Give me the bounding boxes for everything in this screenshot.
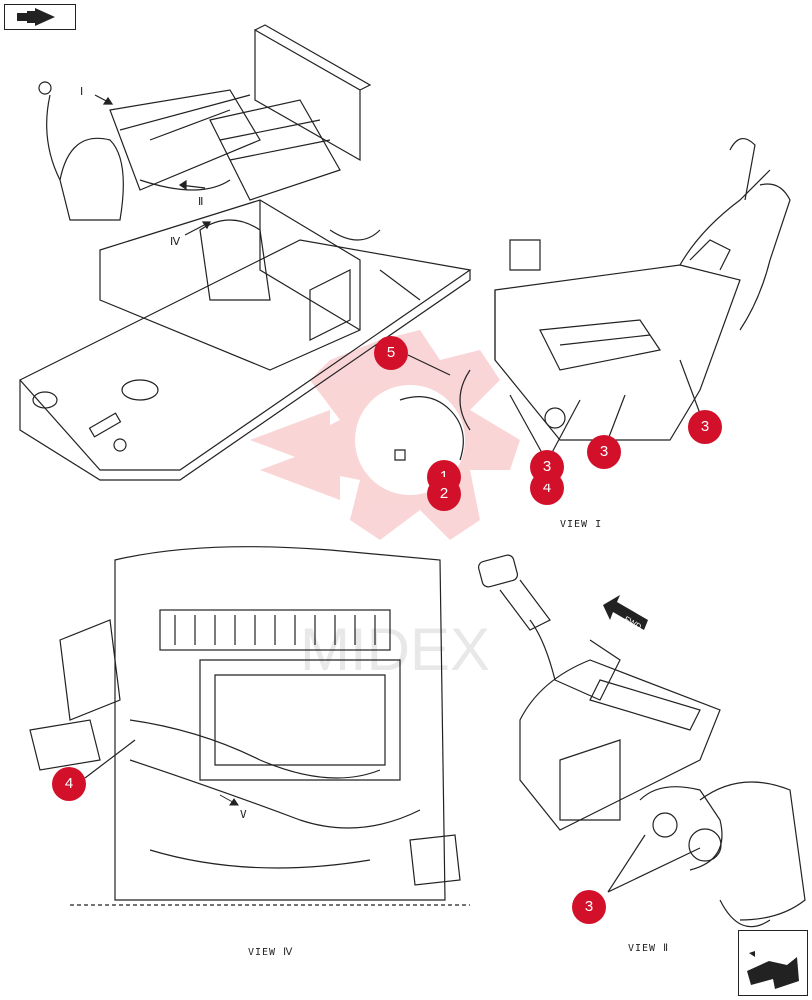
overview-drawing <box>19 24 472 481</box>
back-button[interactable] <box>4 4 76 30</box>
callout-3-view1[interactable]: 3 <box>530 450 564 484</box>
arrow-forward-icon <box>747 951 799 989</box>
arrow-back-icon <box>17 8 55 26</box>
view4-label: VIEW Ⅳ <box>248 947 294 958</box>
arrow-label-v: V <box>240 808 247 821</box>
callout-3-view1-b[interactable]: 3 <box>587 435 621 469</box>
view2-drawing <box>477 554 806 928</box>
view4-drawing <box>29 546 470 906</box>
view1-drawing <box>394 138 791 461</box>
view-arrow-v <box>219 794 239 806</box>
callout-3-view2[interactable]: 3 <box>572 890 606 924</box>
arrow-label-i: Ⅰ <box>80 85 83 98</box>
callout-4-view4[interactable]: 4 <box>52 767 86 801</box>
fwd-arrow: FWD <box>603 595 648 632</box>
forward-button[interactable] <box>738 930 808 996</box>
watermark-gear-logo <box>250 330 520 540</box>
view1-label: VIEW I <box>560 519 603 530</box>
arrow-label-iv: Ⅳ <box>170 235 181 248</box>
arrow-label-ii: Ⅱ <box>198 195 203 208</box>
view2-label: VIEW Ⅱ <box>628 943 670 954</box>
view-arrows-overview <box>94 94 211 236</box>
callout-3-view1-c[interactable]: 3 <box>688 410 722 444</box>
callout-5[interactable]: 5 <box>374 336 408 370</box>
callout-2[interactable]: 2 <box>427 477 461 511</box>
